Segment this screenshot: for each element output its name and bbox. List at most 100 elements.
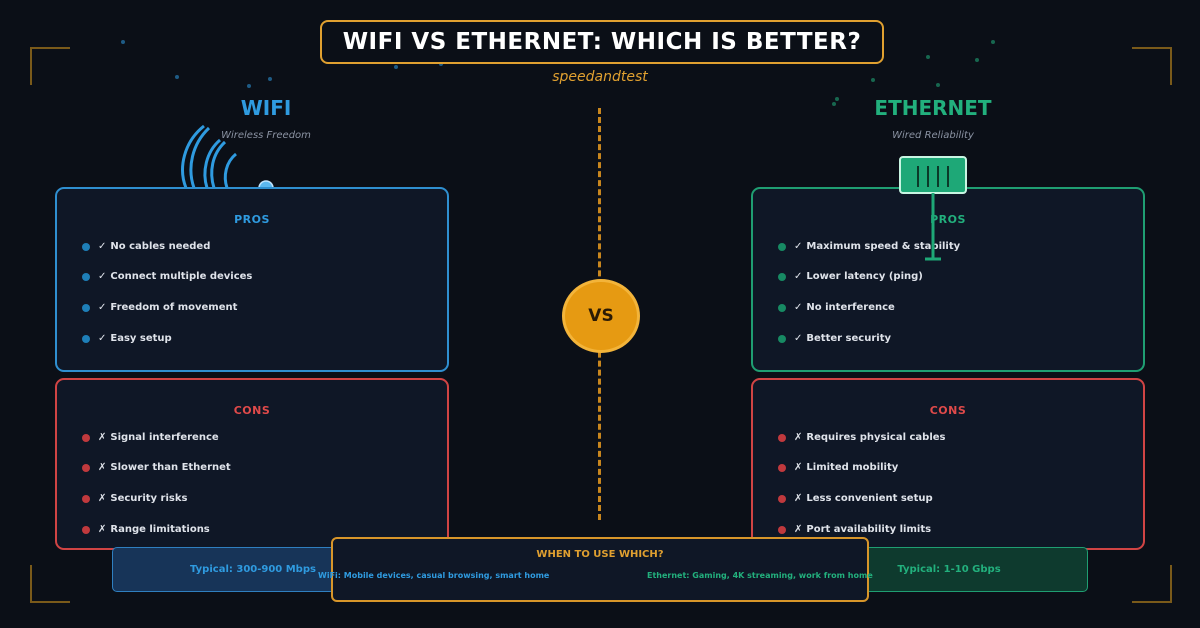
ethernet-con-text: Less convenient setup bbox=[806, 493, 933, 504]
bullet-icon bbox=[778, 463, 786, 472]
check-icon: ✓ bbox=[794, 241, 803, 252]
ethernet-con-text: Port availability limits bbox=[806, 524, 932, 535]
ethernet-cons-card: CONS ✗ Requires physical cables ✗ Limite… bbox=[751, 378, 1145, 550]
wifi-title: WIFI bbox=[240, 96, 292, 120]
check-icon: ✓ bbox=[98, 241, 107, 252]
ethernet-con-text: Requires physical cables bbox=[806, 432, 946, 443]
particle bbox=[175, 75, 179, 79]
particle bbox=[394, 65, 398, 69]
particle bbox=[247, 84, 251, 88]
list-item: ✗ Less convenient setup bbox=[778, 493, 933, 504]
wifi-pros-heading: PROS bbox=[234, 213, 270, 226]
particle bbox=[439, 62, 443, 66]
check-icon: ✓ bbox=[98, 333, 107, 344]
vs-label: VS bbox=[588, 306, 614, 326]
bullet-icon bbox=[778, 494, 786, 503]
ethernet-con-text: Limited mobility bbox=[806, 462, 899, 473]
cross-icon: ✗ bbox=[98, 432, 107, 443]
cross-icon: ✗ bbox=[794, 462, 803, 473]
list-item: ✓ Lower latency (ping) bbox=[778, 271, 923, 282]
wifi-con-text: Slower than Ethernet bbox=[110, 462, 231, 473]
particle bbox=[991, 40, 995, 44]
bullet-icon bbox=[82, 525, 90, 534]
ethernet-port-icon bbox=[899, 156, 967, 261]
corner-bracket-bottom-left bbox=[30, 565, 70, 603]
particle bbox=[268, 77, 272, 81]
bullet-icon bbox=[778, 525, 786, 534]
wifi-speed-text: Typical: 300-900 Mbps bbox=[190, 564, 316, 575]
list-item: ✗ Requires physical cables bbox=[778, 432, 945, 443]
when-to-use-panel: WHEN TO USE WHICH? bbox=[331, 537, 869, 602]
list-item: ✓ Connect multiple devices bbox=[82, 271, 252, 282]
ethernet-subtitle: Wired Reliability bbox=[892, 130, 974, 141]
wifi-cons-card: CONS ✗ Signal interference ✗ Slower than… bbox=[55, 378, 449, 550]
bullet-icon bbox=[82, 494, 90, 503]
bullet-icon bbox=[82, 334, 90, 343]
list-item: ✗ Range limitations bbox=[82, 524, 210, 535]
check-icon: ✓ bbox=[98, 271, 107, 282]
wifi-subtitle: Wireless Freedom bbox=[221, 130, 311, 141]
list-item: ✗ Security risks bbox=[82, 493, 187, 504]
cross-icon: ✗ bbox=[794, 432, 803, 443]
wifi-pro-text: No cables needed bbox=[110, 241, 211, 252]
brand-name: speedandtest bbox=[552, 69, 648, 85]
wifi-con-text: Range limitations bbox=[110, 524, 210, 535]
bullet-icon bbox=[82, 463, 90, 472]
ethernet-pro-text: Lower latency (ping) bbox=[806, 271, 923, 282]
cross-icon: ✗ bbox=[794, 524, 803, 535]
check-icon: ✓ bbox=[794, 333, 803, 344]
cross-icon: ✗ bbox=[98, 493, 107, 504]
cross-icon: ✗ bbox=[98, 524, 107, 535]
corner-bracket-top-right bbox=[1132, 47, 1172, 85]
wifi-pro-text: Connect multiple devices bbox=[110, 271, 253, 282]
wifi-con-text: Security risks bbox=[110, 493, 188, 504]
bullet-icon bbox=[82, 433, 90, 442]
bullet-icon bbox=[82, 242, 90, 251]
list-item: ✗ Port availability limits bbox=[778, 524, 931, 535]
list-item: ✗ Signal interference bbox=[82, 432, 219, 443]
list-item: ✓ Freedom of movement bbox=[82, 302, 237, 313]
list-item: ✓ Maximum speed & stability bbox=[778, 241, 960, 252]
check-icon: ✓ bbox=[98, 302, 107, 313]
ethernet-pros-card: PROS ✓ Maximum speed & stability ✓ Lower… bbox=[751, 187, 1145, 372]
check-icon: ✓ bbox=[794, 271, 803, 282]
page-title: WIFI VS ETHERNET: WHICH IS BETTER? bbox=[320, 20, 884, 64]
list-item: ✓ No interference bbox=[778, 302, 895, 313]
ethernet-use-text: Ethernet: Gaming, 4K streaming, work fro… bbox=[647, 571, 873, 580]
wifi-pros-card: PROS ✓ No cables needed ✓ Connect multip… bbox=[55, 187, 449, 372]
bullet-icon bbox=[778, 433, 786, 442]
wifi-cons-heading: CONS bbox=[233, 404, 271, 417]
ethernet-pro-text: Better security bbox=[806, 333, 891, 344]
cross-icon: ✗ bbox=[794, 493, 803, 504]
bullet-icon bbox=[82, 303, 90, 312]
ethernet-cons-heading: CONS bbox=[929, 404, 967, 417]
list-item: ✗ Limited mobility bbox=[778, 462, 898, 473]
wifi-pro-text: Freedom of movement bbox=[110, 302, 238, 313]
when-to-use-heading: WHEN TO USE WHICH? bbox=[536, 549, 664, 560]
bullet-icon bbox=[778, 272, 786, 281]
bullet-icon bbox=[778, 334, 786, 343]
bullet-icon bbox=[778, 303, 786, 312]
ethernet-speed-text: Typical: 1-10 Gbps bbox=[897, 564, 1001, 575]
list-item: ✓ No cables needed bbox=[82, 241, 210, 252]
ethernet-title: ETHERNET bbox=[874, 96, 992, 120]
particle bbox=[832, 102, 836, 106]
vs-badge: VS bbox=[562, 279, 640, 353]
particle bbox=[926, 55, 930, 59]
wifi-con-text: Signal interference bbox=[110, 432, 219, 443]
particle bbox=[835, 97, 839, 101]
particle bbox=[121, 40, 125, 44]
list-item: ✓ Better security bbox=[778, 333, 891, 344]
particle bbox=[871, 78, 875, 82]
list-item: ✓ Easy setup bbox=[82, 333, 172, 344]
wifi-pro-text: Easy setup bbox=[110, 333, 172, 344]
cross-icon: ✗ bbox=[98, 462, 107, 473]
corner-bracket-bottom-right bbox=[1132, 565, 1172, 603]
bullet-icon bbox=[778, 242, 786, 251]
ethernet-pro-text: Maximum speed & stability bbox=[806, 241, 961, 252]
bullet-icon bbox=[82, 272, 90, 281]
ethernet-pro-text: No interference bbox=[806, 302, 895, 313]
ethernet-pros-heading: PROS bbox=[930, 213, 966, 226]
particle bbox=[936, 83, 940, 87]
list-item: ✗ Slower than Ethernet bbox=[82, 462, 231, 473]
